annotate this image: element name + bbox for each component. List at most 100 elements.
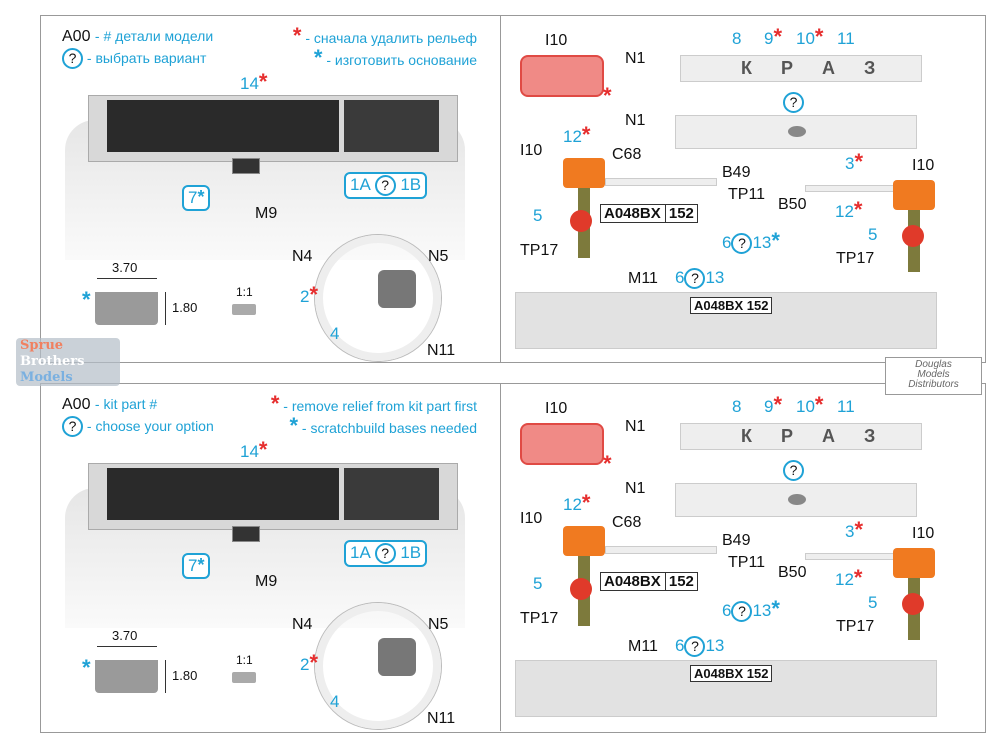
width-value: 3.70 <box>112 628 138 643</box>
label-4: 4 <box>330 324 340 343</box>
label-part: * <box>773 392 783 417</box>
part-text: - # детали модели <box>94 28 214 44</box>
blue-asterisk-icon: * <box>289 413 298 438</box>
label-part: ? <box>684 268 706 289</box>
label-11: 11 <box>837 397 855 416</box>
label-c68: C68 <box>612 146 642 163</box>
label-part: 3 <box>845 522 855 541</box>
label-part: ? <box>731 233 753 254</box>
label-b49: B49 <box>722 532 751 549</box>
kraz-letters: К Р А З <box>741 426 888 446</box>
label-9: 9* <box>764 26 782 49</box>
license-plate: A048BX 152 <box>600 204 698 223</box>
label-c68: C68 <box>612 514 642 531</box>
plate-region: 152 <box>664 573 694 590</box>
label-part: * <box>771 596 780 621</box>
label-part: * <box>854 517 864 542</box>
legend-option: ? - choose your option <box>62 416 214 437</box>
option-icon: ? <box>783 92 804 113</box>
plate-number: A048BX <box>604 573 661 590</box>
label-part: 6 <box>675 268 685 287</box>
plate-number: A048BX <box>604 205 661 222</box>
panel-divider <box>500 15 501 363</box>
label-part: 14 <box>240 74 259 93</box>
relief-text: - remove relief from kit part first <box>283 398 477 414</box>
label-part: 2 <box>300 287 310 306</box>
label-part: * <box>814 392 824 417</box>
scale-sample <box>232 304 256 315</box>
label-6-13: 6?13* <box>722 230 780 254</box>
side-lamp <box>563 158 605 188</box>
height-value: 1.80 <box>172 668 198 683</box>
plate-region: 152 <box>746 666 769 681</box>
label-part: * <box>581 490 591 515</box>
label-b50: B50 <box>778 196 807 213</box>
blue-asterisk-icon: * <box>82 287 91 312</box>
label-m9: M9 <box>255 573 278 590</box>
label-7: 7* <box>182 185 211 211</box>
plate-region: 152 <box>664 205 694 222</box>
part-code: A00 <box>62 28 91 45</box>
label-12: 12* <box>835 199 862 222</box>
grille-bar-emblem <box>675 483 917 517</box>
plate-number: A048BX <box>694 298 744 313</box>
label-tp17: TP17 <box>520 610 559 627</box>
label-part: ? <box>374 543 396 564</box>
label-tp17: TP17 <box>520 242 559 259</box>
lens-part <box>520 423 604 465</box>
label-part: * <box>773 24 783 49</box>
label-2: 2* <box>300 284 318 307</box>
label-part: ? <box>731 601 753 622</box>
legend-relief: * - remove relief from kit part first <box>271 393 477 415</box>
option-symbol: ? <box>783 92 804 113</box>
dashboard <box>88 463 458 530</box>
dashboard <box>88 95 458 162</box>
option-text: - выбрать вариант <box>86 50 207 66</box>
scale-label: 1:1 <box>236 285 253 299</box>
label-14: 14* <box>240 439 267 462</box>
label-part: 2 <box>300 655 310 674</box>
label-i10: I10 <box>545 32 568 49</box>
label-6-13: 6?13* <box>722 598 780 622</box>
legend-base: * - изготовить основание <box>314 47 477 69</box>
dimension-line <box>97 646 157 647</box>
label-part: 13 <box>705 268 725 287</box>
label-part: 13 <box>705 636 725 655</box>
option-icon: ? <box>783 460 804 481</box>
label-part: ? <box>684 636 706 657</box>
label-part: * <box>853 565 863 590</box>
blue-asterisk-icon: * <box>82 655 91 680</box>
label-6-13: 6?13 <box>675 268 724 289</box>
label-n1: N1 <box>625 418 646 435</box>
label-part: 1A <box>350 175 370 194</box>
label-8: 8 <box>732 29 742 48</box>
plate-bracket <box>605 178 717 186</box>
part-code: A00 <box>62 396 91 413</box>
label-part: * <box>854 149 864 174</box>
grille-bar: К Р А З <box>680 423 922 450</box>
label-b50: B50 <box>778 564 807 581</box>
option-symbol: ? <box>783 460 804 481</box>
label-part: 12 <box>835 570 854 589</box>
label-n5: N5 <box>428 616 449 633</box>
switch-part <box>232 158 260 174</box>
instrument-cluster <box>107 468 339 520</box>
label-n1: N1 <box>625 112 646 129</box>
label-i10: I10 <box>520 142 543 159</box>
blue-asterisk-icon: * <box>313 45 323 70</box>
label-8: 8 <box>732 397 742 416</box>
option-icon: ? <box>62 416 83 437</box>
label-n4: N4 <box>292 616 313 633</box>
label-part: 10 <box>796 29 815 48</box>
reflector <box>902 593 924 615</box>
side-lamp <box>563 526 605 556</box>
label-part: 3 <box>845 154 855 173</box>
width-value: 3.70 <box>112 260 138 275</box>
label-part: * <box>258 437 268 462</box>
label-part: 10 <box>796 397 815 416</box>
option-text: - choose your option <box>86 418 214 434</box>
legend-part: A00 - # детали модели <box>62 28 213 46</box>
label-part: * <box>197 187 205 207</box>
kraz-letters: К Р А З <box>741 58 888 78</box>
